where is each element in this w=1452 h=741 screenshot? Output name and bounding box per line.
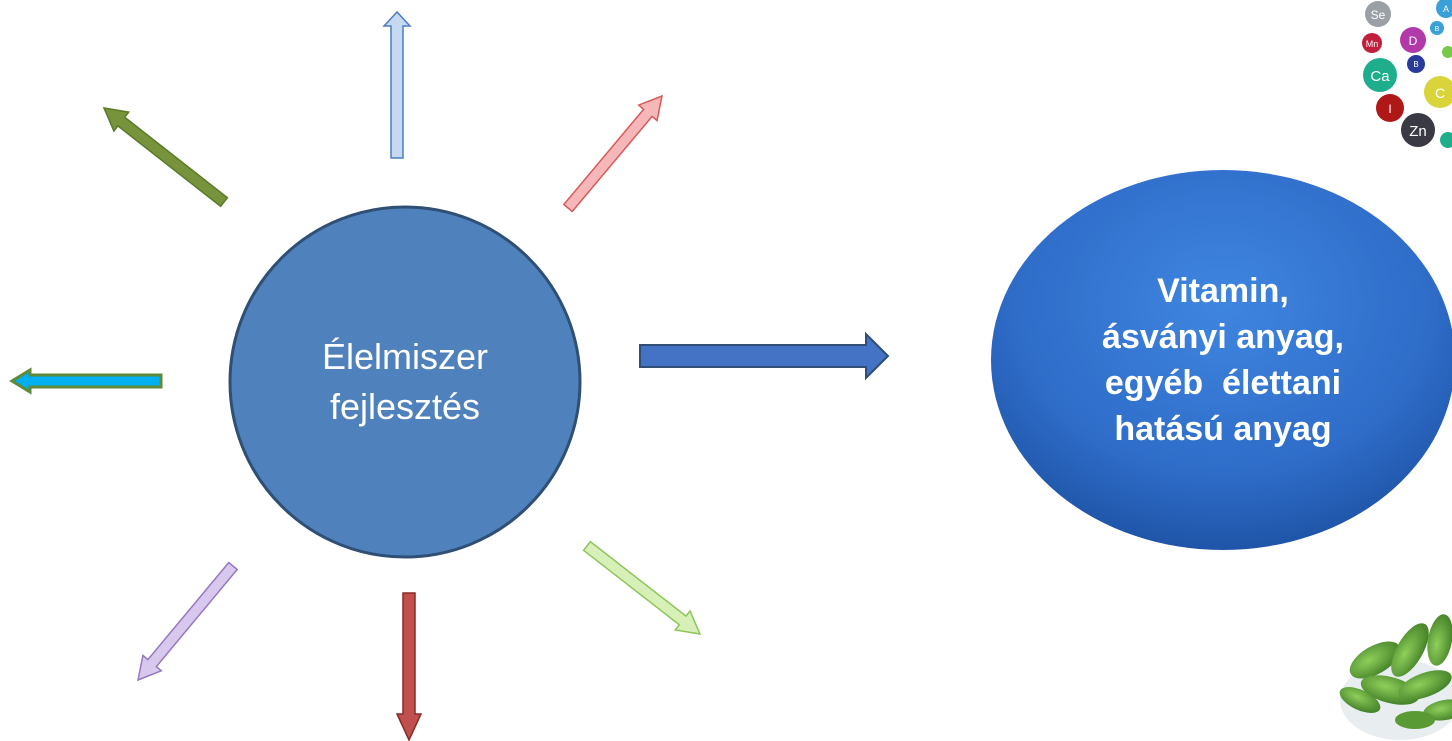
svg-text:I: I bbox=[1388, 102, 1391, 116]
svg-text:D: D bbox=[1409, 34, 1418, 48]
svg-text:B: B bbox=[1435, 26, 1440, 33]
connector-arrow bbox=[639, 331, 890, 381]
arrow-left bbox=[9, 367, 163, 395]
radiating-arrows bbox=[9, 10, 702, 741]
arrow-down-right bbox=[582, 540, 702, 635]
svg-text:Mn: Mn bbox=[1366, 39, 1379, 49]
arrow-up-left bbox=[102, 107, 229, 208]
svg-text:Zn: Zn bbox=[1409, 123, 1427, 140]
svg-text:B: B bbox=[1413, 60, 1418, 69]
vitamin-balls-image: Se Mn D B Ca B C I Zn A bbox=[1362, 0, 1452, 148]
arrow-up bbox=[382, 10, 412, 159]
arrow-down-left bbox=[136, 561, 239, 682]
result-node-ellipse bbox=[991, 170, 1452, 550]
arrow-up-right bbox=[562, 94, 664, 213]
center-node-circle bbox=[228, 205, 582, 559]
herb-plant-image bbox=[1339, 614, 1452, 740]
svg-text:A: A bbox=[1443, 4, 1449, 14]
arrow-down bbox=[395, 592, 423, 741]
svg-text:Se: Se bbox=[1371, 8, 1386, 22]
svg-text:C: C bbox=[1435, 85, 1445, 101]
svg-text:Ca: Ca bbox=[1370, 68, 1390, 85]
